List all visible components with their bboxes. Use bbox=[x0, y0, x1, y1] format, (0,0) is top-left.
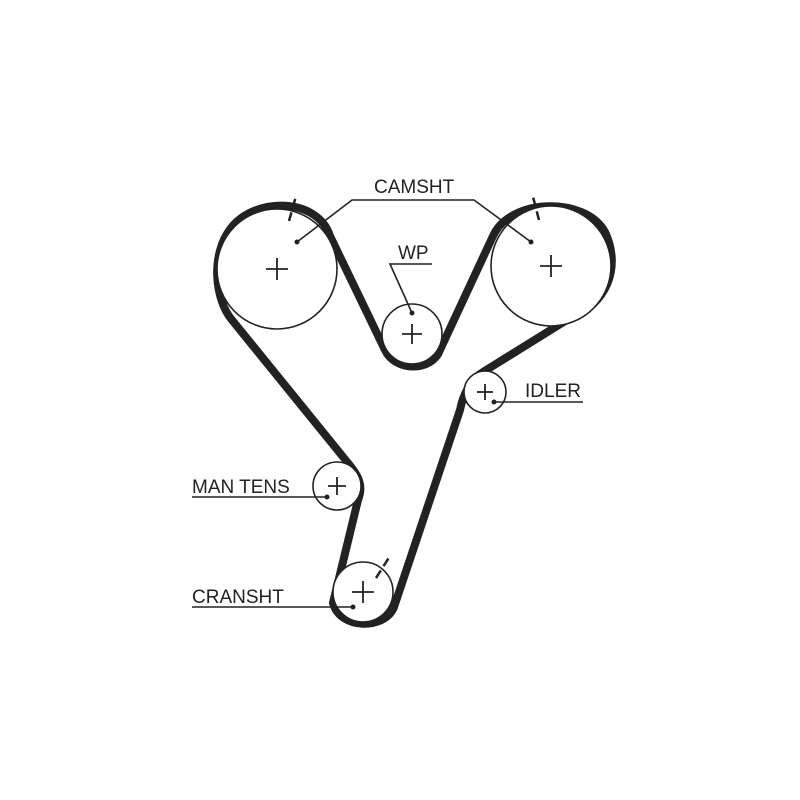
manual-tensioner-leader-dot bbox=[324, 494, 330, 500]
camshaft-leader-line bbox=[296, 199, 532, 243]
idler-label: IDLER bbox=[525, 381, 581, 402]
idler-center-icon bbox=[477, 384, 493, 400]
water-pump-leader-dot bbox=[409, 310, 415, 316]
crankshaft-center-icon bbox=[352, 581, 374, 603]
water-pump-label: WP bbox=[398, 243, 429, 264]
left-camshaft-timing-mark bbox=[287, 195, 298, 222]
water-pump-leader-line bbox=[388, 263, 432, 314]
right-camshaft-timing-mark bbox=[530, 192, 541, 221]
left-camshaft-center-icon bbox=[266, 258, 288, 280]
idler-leader-dot bbox=[491, 399, 497, 405]
manual-tensioner-center-icon bbox=[328, 477, 346, 495]
right-camshaft-center-icon bbox=[540, 255, 562, 277]
crankshaft-label: CRANSHT bbox=[192, 587, 284, 608]
crankshaft-timing-mark bbox=[374, 555, 392, 579]
crankshaft-leader-dot bbox=[350, 604, 356, 610]
manual-tensioner-label: MAN TENS bbox=[192, 477, 290, 498]
camshaft-leader-dot-right bbox=[528, 239, 534, 245]
water-pump-center-icon bbox=[402, 324, 422, 344]
camshaft-leader-dot-left bbox=[294, 239, 300, 245]
camshaft-label: CAMSHT bbox=[374, 177, 455, 198]
